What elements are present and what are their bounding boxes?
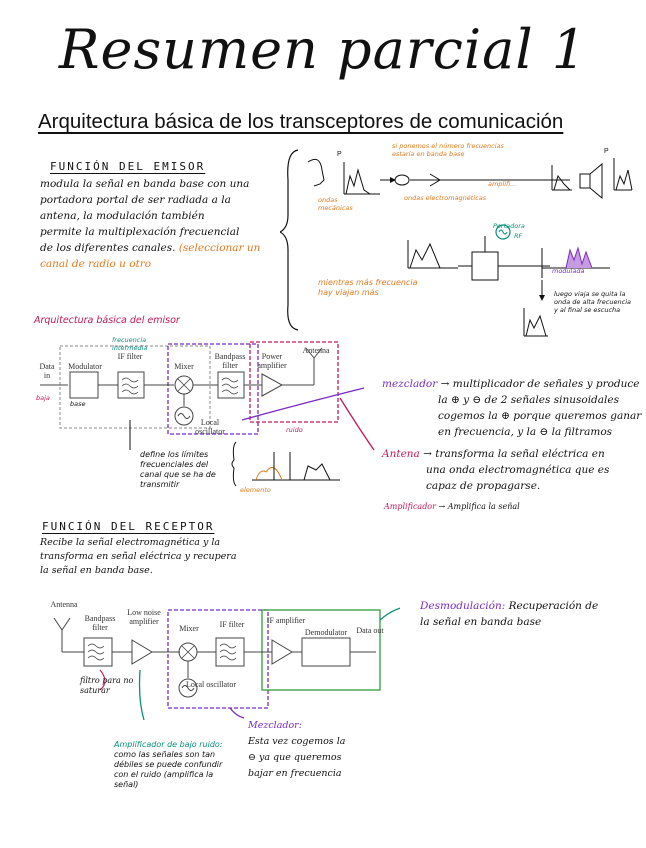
receptor-text: Recibe la señal electromagnética y la tr…: [40, 536, 320, 578]
emisor-line: portadora portal de ser radiada a la: [40, 194, 231, 206]
mezclador-line: cogemos la ⊕ porque queremos ganar: [438, 410, 642, 422]
note-base: base: [70, 400, 86, 408]
amplificador-text: → Amplifica la señal: [438, 502, 520, 511]
channel-spectrum-sketch: [231, 441, 340, 487]
receptor-line: Recibe la señal electromagnética y la: [40, 537, 221, 548]
antena-line: capaz de propagarse.: [426, 480, 541, 492]
note-define: define los límites frecuenciales del can…: [140, 450, 216, 489]
receptor-heading: FUNCIÓN DEL RECEPTOR: [42, 520, 215, 533]
label-ondas-mecanicas: ondas mecánicas: [318, 196, 353, 212]
mezclador-label: mezclador: [382, 378, 438, 390]
receptor-line: transforma en señal eléctrica y recupera: [40, 551, 237, 562]
label-rx-data-out: Data out: [356, 626, 384, 635]
emisor-line: antena, la modulación también: [40, 210, 205, 222]
label-rx-demodulator: Demodulator: [304, 628, 348, 637]
arq-emisor-heading: Arquitectura básica del emisor: [34, 315, 180, 326]
note-baja: baja: [36, 394, 50, 402]
lna-note-text: como las señales son tan débiles se pued…: [114, 750, 223, 789]
mezclador-rx-line: bajar en frecuencia: [248, 768, 342, 779]
label-portadora: Portadora: [493, 222, 525, 230]
emisor-line: permite la multiplexación frecuencial: [40, 226, 240, 238]
lna-note: Amplificador de bajo ruido: como las señ…: [114, 740, 232, 790]
mezclador-line: la ⊕ y ⊖ de 2 señales sinusoidales: [438, 394, 619, 406]
amplificador-label: Amplificador: [384, 502, 436, 511]
emisor-heading: FUNCIÓN DEL EMISOR: [50, 160, 206, 173]
transmission-sketch: [280, 149, 633, 337]
label-antenna: Antenna: [302, 346, 330, 355]
mezclador-rx-note: Mezclador: Esta vez cogemos la ⊖ ya que …: [248, 718, 398, 782]
mezclador-line: → multiplicador de señales y produce: [440, 378, 640, 390]
note-luego: luego viaja se quita la onda de alta fre…: [554, 290, 631, 314]
mezclador-line: en frecuencia, y la ⊖ la filtramos: [438, 426, 613, 438]
label-rx-antenna: Antenna: [50, 600, 78, 609]
demod-text-1: Recuperación de: [508, 600, 599, 612]
mezclador-note: mezclador → multiplicador de señales y p…: [382, 376, 644, 440]
mezclador-rx-label: Mezclador:: [248, 720, 302, 731]
label-if-filter: IF filter: [117, 352, 143, 361]
label-rx-lna: Low noise amplifier: [127, 608, 161, 626]
receptor-line: la señal en banda base.: [40, 565, 153, 576]
antena-label: Antena: [382, 448, 420, 460]
label-rx-bandpass: Bandpass filter: [84, 614, 116, 632]
receptor-block-diagram: [53, 607, 400, 720]
label-amplifi: amplifi...: [488, 180, 517, 188]
antena-line: una onda electromagnética que es: [426, 464, 610, 476]
label-data-in: Data in: [39, 362, 55, 380]
lna-note-label: Amplificador de bajo ruido:: [114, 740, 223, 749]
page-subtitle: Arquitectura básica de los transceptores…: [38, 110, 564, 133]
amplificador-note: Amplificador → Amplifica la señal: [384, 502, 520, 512]
label-rx-if-amplifier: IF amplifier: [266, 616, 306, 625]
demod-note: Desmodulación: Recuperación de la señal …: [420, 598, 630, 630]
mezclador-rx-line: Esta vez cogemos la: [248, 736, 346, 747]
page-title: Resumen parcial 1: [58, 18, 588, 81]
note-frecuencia-intermedia: frecuencia intermedia: [112, 336, 148, 352]
label-rx-mixer: Mixer: [179, 624, 199, 633]
label-rx-if-filter: IF filter: [219, 620, 245, 629]
label-p-speaker: P: [604, 148, 609, 155]
emisor-line: modula la señal en banda base con una: [40, 178, 250, 190]
label-power-amplifier: Power amplifier: [257, 352, 287, 370]
label-p-person: P: [337, 151, 342, 158]
label-bandpass-filter: Bandpass filter: [214, 352, 246, 370]
note-arrows: [241, 387, 375, 451]
label-modulator: Modulator: [68, 362, 102, 371]
emisor-block-diagram: [40, 341, 339, 450]
label-rx-local-oscillator: Local oscillator: [186, 680, 236, 689]
antena-note: Antena → transforma la señal eléctrica e…: [382, 446, 644, 494]
note-ruido: ruido: [286, 426, 303, 434]
demod-text-2: la señal en banda base: [420, 616, 542, 628]
emisor-text: modula la señal en banda base con una po…: [40, 176, 285, 272]
emisor-line: de los diferentes canales. (seleccionar …: [40, 242, 261, 270]
label-local-oscillator: Local oscillator: [195, 418, 225, 436]
note-filtro: filtro para no saturar: [80, 676, 134, 695]
label-rf: RF: [514, 232, 523, 240]
antena-line: → transforma la señal eléctrica en: [423, 448, 605, 460]
label-mixer: Mixer: [174, 362, 194, 371]
demod-label: Desmodulación:: [420, 600, 506, 612]
note-banda-base: si ponemos el número frecuencias estaría…: [392, 142, 504, 158]
label-modulada: modulada: [552, 267, 585, 275]
note-elemento: elemento: [240, 486, 271, 494]
label-ondas-electromagneticas: ondas electromagnéticas: [404, 194, 487, 202]
mezclador-rx-line: ⊖ ya que queremos: [248, 752, 342, 763]
note-mientras: mientras más frecuencia hay viajan más: [318, 278, 418, 297]
